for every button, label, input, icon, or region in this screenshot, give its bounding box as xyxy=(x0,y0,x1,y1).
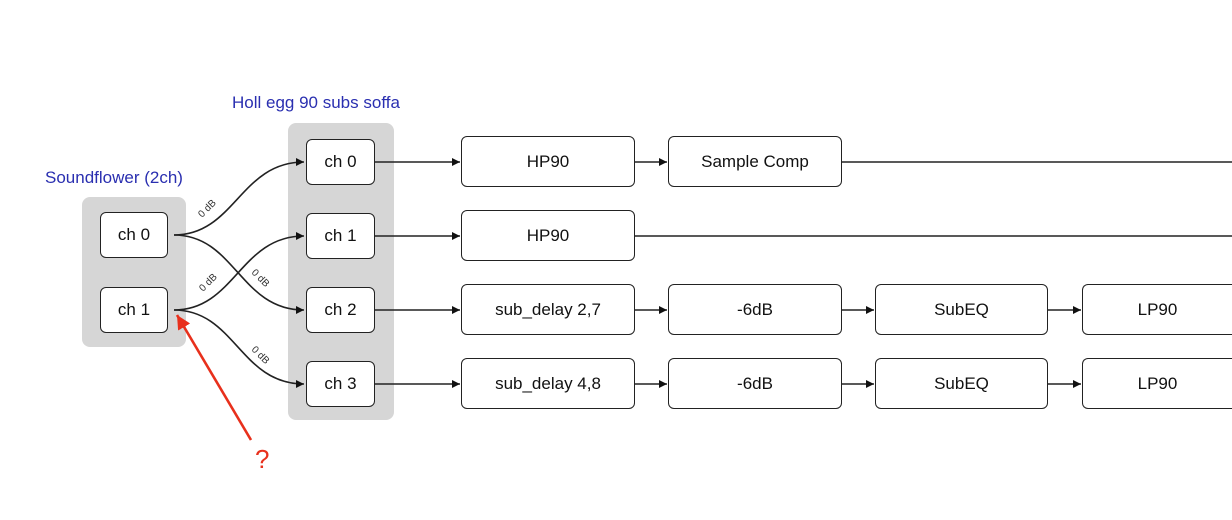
holl-egg-group-title: Holl egg 90 subs soffa xyxy=(232,93,400,112)
row2-lp90-block[interactable]: LP90 xyxy=(1082,284,1232,335)
holl-ch1-node[interactable]: ch 1 xyxy=(306,213,375,259)
row2-subeq-block[interactable]: SubEQ xyxy=(875,284,1048,335)
row2-gain-block[interactable]: -6dB xyxy=(668,284,842,335)
gain-label-src1-dst1: 0 dB xyxy=(197,272,220,295)
row0-sample-comp-block[interactable]: Sample Comp xyxy=(668,136,842,187)
holl-ch2-node[interactable]: ch 2 xyxy=(306,287,375,333)
gain-label-src1-dst3: 0 dB xyxy=(249,344,272,367)
row3-lp90-block[interactable]: LP90 xyxy=(1082,358,1232,409)
soundflower-ch1-node[interactable]: ch 1 xyxy=(100,287,168,333)
holl-ch0-node[interactable]: ch 0 xyxy=(306,139,375,185)
row0-hp90-block[interactable]: HP90 xyxy=(461,136,635,187)
soundflower-group-title: Soundflower (2ch) xyxy=(45,168,183,187)
row1-hp90-block[interactable]: HP90 xyxy=(461,210,635,261)
route-src0-dst0 xyxy=(173,158,305,236)
gain-label-src0-dst0: 0 dB xyxy=(196,198,219,221)
soundflower-ch0-node[interactable]: ch 0 xyxy=(100,212,168,258)
row3-sub-delay-block[interactable]: sub_delay 4,8 xyxy=(461,358,635,409)
row3-gain-block[interactable]: -6dB xyxy=(668,358,842,409)
route-src1-dst1 xyxy=(173,232,305,311)
route-src1-dst3 xyxy=(173,309,305,388)
annotation-arrow xyxy=(175,314,253,441)
row2-sub-delay-block[interactable]: sub_delay 2,7 xyxy=(461,284,635,335)
annotation-question-mark: ? xyxy=(255,444,270,474)
row3-subeq-block[interactable]: SubEQ xyxy=(875,358,1048,409)
holl-ch3-node[interactable]: ch 3 xyxy=(306,361,375,407)
